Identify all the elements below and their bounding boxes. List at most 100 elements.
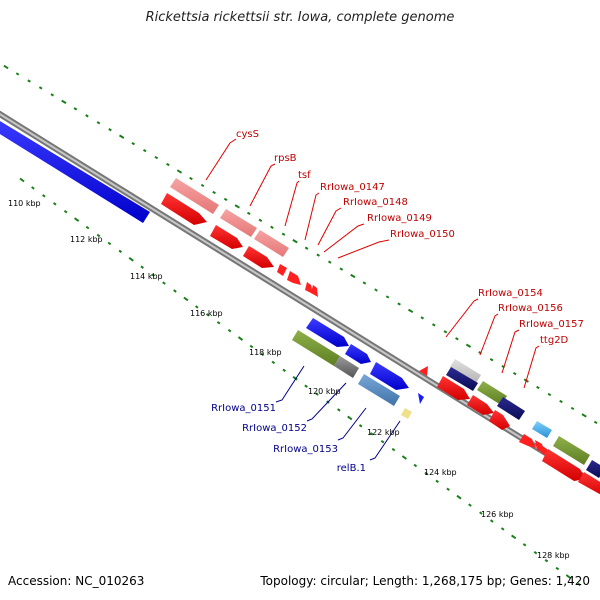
ruler-tick — [74, 217, 80, 222]
ruler-tick — [118, 249, 123, 254]
ruler-tick — [38, 86, 43, 90]
ruler-tick — [154, 155, 159, 160]
ruler-tick — [249, 344, 254, 349]
ruler-tick — [413, 463, 418, 468]
gene-red-1 — [161, 193, 207, 225]
ruler-tick — [337, 408, 341, 412]
gene-red-4 — [277, 264, 287, 276]
ruler-tick — [107, 241, 112, 246]
ruler-tick — [292, 375, 298, 381]
ruler-tick — [166, 162, 170, 167]
gene-label: tsf — [298, 170, 311, 181]
ruler-tick — [391, 447, 396, 452]
gene-red-2 — [210, 225, 243, 249]
gene-label: RrIowa_0157 — [519, 319, 584, 330]
ruler-tick — [316, 253, 320, 257]
gene-RrIowa_0151 — [292, 330, 340, 366]
ruler-tick — [424, 471, 429, 476]
ruler-tick — [350, 273, 356, 279]
genome-backbone — [0, 110, 600, 491]
ruler-tick — [216, 321, 221, 325]
ruler-tick — [407, 308, 414, 314]
ruler-tick — [118, 134, 125, 139]
gene-red-10 — [467, 395, 494, 415]
ruler-tick — [397, 302, 401, 306]
ruler-tick — [234, 204, 240, 209]
ruler-label: 110 kbp — [8, 199, 41, 208]
ruler-tick — [200, 183, 205, 188]
gene-label: RrIowa_0154 — [478, 288, 543, 299]
gene-rpsB — [220, 209, 257, 237]
gene-label: RrIowa_0156 — [498, 303, 563, 314]
gene-tsf — [254, 230, 289, 257]
ruler-tick — [223, 197, 228, 202]
ruler-tick — [577, 582, 582, 587]
ruler-tick — [547, 392, 552, 397]
ruler-tick — [15, 72, 20, 76]
ruler-tick — [31, 186, 35, 190]
forward-genes-inner[interactable] — [161, 193, 600, 497]
gene-reverse-large[interactable] — [0, 118, 150, 223]
ruler-tick — [140, 265, 144, 269]
ruler-tick — [27, 79, 31, 83]
ruler-tick — [456, 494, 462, 500]
ruler-tick — [247, 211, 251, 215]
gene-label: RrIowa_0150 — [390, 229, 455, 240]
ruler-tick — [131, 142, 135, 146]
gene-label: cysS — [236, 129, 259, 140]
ruler-tick — [260, 352, 265, 357]
ruler-tick — [369, 432, 374, 436]
ruler-tick — [327, 260, 332, 264]
ruler-label: 118 kbp — [249, 348, 282, 357]
ruler-tick — [304, 246, 309, 250]
gene-blue-2 — [345, 344, 371, 364]
ruler-tick — [142, 148, 147, 153]
ruler-tick — [151, 273, 155, 277]
ruler-tick — [270, 225, 274, 229]
ruler-tick — [565, 574, 571, 579]
map-title: Rickettsia rickettsii str. Iowa, complet… — [145, 10, 455, 25]
gene-label: RrIowa_0151 — [211, 403, 276, 414]
gene-red-11 — [489, 410, 510, 430]
ruler-tick — [315, 392, 319, 396]
ruler-tick — [500, 527, 505, 531]
ruler-tick — [73, 107, 78, 111]
ruler-tick — [189, 176, 193, 181]
accession-text: Accession: NC_010263 — [8, 574, 145, 588]
ruler-tick — [108, 128, 112, 132]
gene-label: ttg2D — [540, 335, 569, 346]
reverse-gene-labels: RrIowa_0151 RrIowa_0152 RrIowa_0153 relB… — [211, 403, 366, 474]
gene-navy-b — [497, 397, 525, 420]
ruler-tick — [435, 479, 439, 484]
forward-gene-labels: cysS rpsB tsf RrIowa_0147 RrIowa_0148 Rr… — [236, 129, 584, 346]
gene-RrIowa_0153 — [358, 374, 400, 406]
ruler-label: 116 kbp — [190, 309, 223, 318]
ruler-tick — [258, 218, 263, 222]
ruler-tick — [176, 169, 183, 174]
ruler-tick — [511, 534, 517, 540]
ruler-tick — [479, 511, 483, 515]
ruler-tick — [162, 281, 166, 285]
ruler-tick — [581, 413, 587, 418]
ruler-tick — [522, 543, 527, 547]
ruler-tick — [432, 323, 436, 327]
forward-genes-outer[interactable] — [170, 178, 600, 478]
ruler-tick — [50, 93, 55, 97]
ruler-tick — [52, 202, 57, 206]
ruler-tick — [63, 210, 68, 214]
ruler-tick — [468, 503, 472, 507]
ruler-tick — [559, 399, 563, 404]
gene-blue-1 — [306, 318, 349, 347]
ruler-tick — [195, 305, 199, 309]
ruler-tick — [339, 267, 344, 271]
ruler-tick — [282, 368, 286, 373]
gene-red-15 — [542, 449, 586, 481]
ruler-tick — [455, 337, 459, 341]
gene-label: RrIowa_0153 — [273, 444, 338, 455]
gene-olive-b — [553, 436, 590, 465]
genome-summary-text: Topology: circular; Length: 1,268,175 bp… — [260, 574, 590, 588]
ruler-tick — [533, 550, 538, 555]
reverse-genes[interactable] — [292, 318, 424, 419]
ruler-tick — [19, 177, 25, 183]
gene-red-8 — [419, 366, 428, 376]
